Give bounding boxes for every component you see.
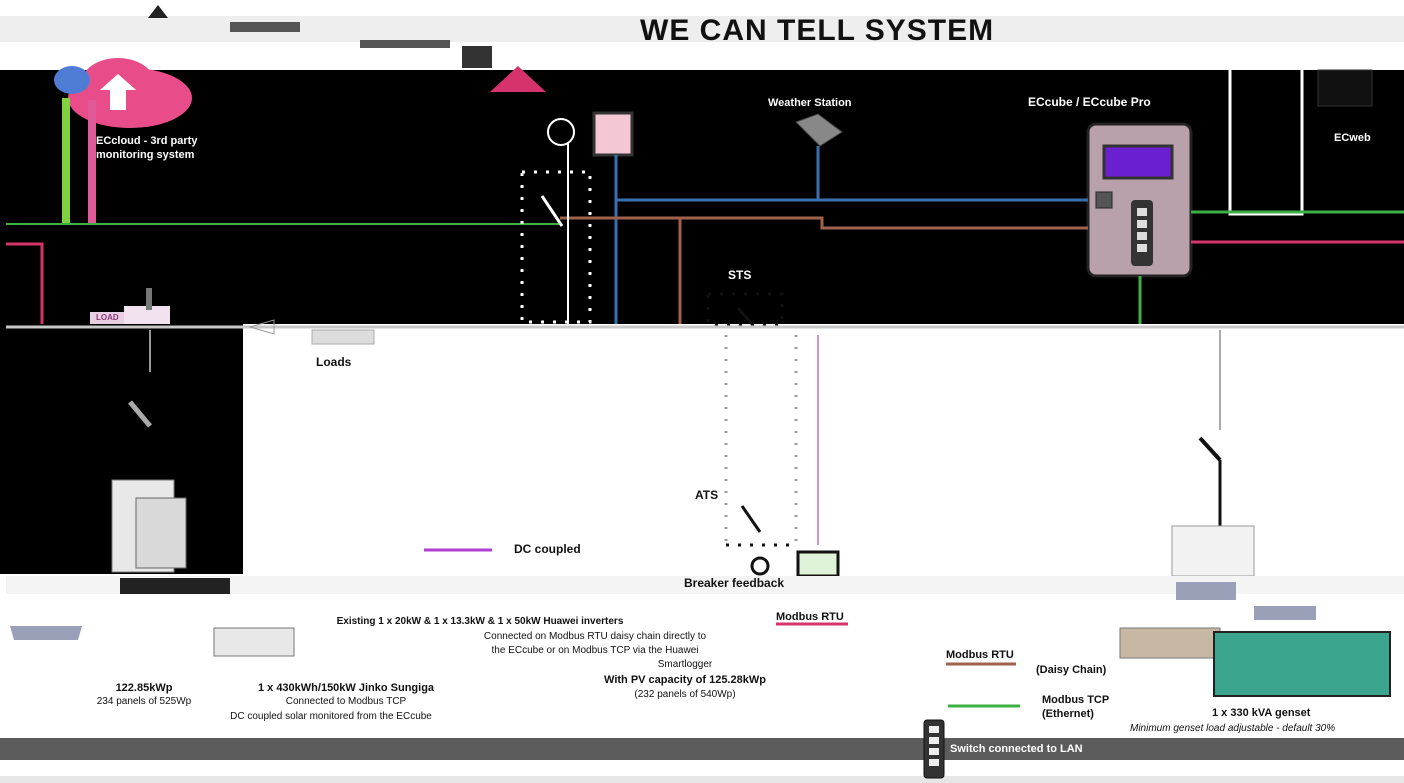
ecloud-label-line1: ECcloud - 3rd party (96, 135, 198, 147)
genset-panel-icon (1171, 525, 1255, 577)
legend-dc-coupled: DC coupled (514, 542, 581, 556)
ecweb-frame (1228, 54, 1304, 216)
left-pink-line (6, 242, 44, 324)
ats-controller-icon (796, 550, 840, 578)
battery-title: 1 x 430kWh/150kW Jinko Sungiga (257, 682, 435, 694)
genset-icon (1213, 631, 1391, 697)
genset-note: Minimum genset load adjustable - default… (1130, 723, 1336, 734)
lan-switch-icon (923, 719, 945, 779)
battery-line2: Connected to Modbus TCP (285, 696, 407, 707)
cloud-icon (54, 58, 192, 128)
pylon-icon (462, 46, 492, 68)
pv-inverter-icon (111, 479, 187, 573)
cloud-pink-link (88, 100, 96, 224)
eccube-device (1086, 122, 1193, 278)
load-badge: LOAD (96, 313, 119, 322)
page-title: WE CAN TELL SYSTEM (640, 14, 995, 47)
weather-station-label: Weather Station (768, 97, 852, 109)
solar-panel-right2-icon (1254, 606, 1316, 620)
battery-icon (213, 627, 295, 657)
ecloud-label-line2: monitoring system (96, 149, 195, 161)
battery-line3: DC coupled solar monitored from the ECcu… (230, 711, 432, 722)
legend-modbus-rtu: Modbus RTU (776, 611, 844, 623)
inverters-line3: the ECcube or on Modbus TCP via the Huaw… (491, 645, 699, 656)
sts-switch (736, 307, 754, 325)
smartlogger-icon (1119, 627, 1221, 659)
grid-breaker-switch (540, 195, 564, 227)
eccube-label: ECcube / ECcube Pro (1028, 95, 1151, 109)
grid-breaker-box (520, 170, 592, 324)
solar-panel-left-icon (10, 626, 82, 640)
inverters-title: Existing 1 x 20kW & 1 x 13.3kW & 1 x 50k… (336, 616, 624, 627)
ecweb-monitor-icon (1317, 69, 1373, 107)
inverters-line4: Smartlogger (657, 659, 713, 670)
footer-band (0, 776, 1404, 783)
ecweb-label: ECweb (1334, 132, 1371, 144)
grid-house-icon (490, 66, 546, 92)
power-line-icon (360, 40, 450, 48)
transmission-tower-icon (230, 22, 300, 32)
loads-label: Loads (316, 355, 352, 369)
inverters-panels: (232 panels of 540Wp) (634, 689, 736, 700)
cloud-green-link (62, 98, 70, 224)
loads-icon (311, 329, 375, 345)
logo-triangle-icon (148, 5, 168, 18)
legend-modbus-rtu-2: Modbus RTU (946, 649, 1014, 661)
inverters-capacity: With PV capacity of 125.28kWp (604, 674, 766, 686)
load-arrow-icon (248, 319, 275, 335)
grid-meter-circle (547, 118, 575, 146)
weather-station-icon (795, 113, 843, 147)
breaker-feedback-line (560, 216, 1088, 230)
pv-left-panels: 234 panels of 525Wp (96, 696, 192, 707)
solar-panel-right-icon (1176, 582, 1236, 600)
sts-label: STS (728, 268, 752, 282)
genset-breaker-switch (1198, 436, 1222, 462)
ats-switch (740, 505, 762, 533)
load-factory-icon (90, 288, 170, 324)
pv-left-capacity: 122.85kWp (115, 682, 173, 694)
ats-coil-icon (750, 556, 770, 576)
ats-label: ATS (695, 488, 719, 502)
grid-meter-icon (592, 111, 634, 157)
switch-lan-label: Switch connected to LAN (950, 743, 1083, 755)
sts-box (706, 292, 784, 326)
legend-modbus-tcp: Modbus TCP (1042, 694, 1110, 706)
bottom-equipment-strip (6, 576, 1404, 594)
legend-daisy-chain: (Daisy Chain) (1036, 664, 1107, 676)
genset-title: 1 x 330 kVA genset (1212, 707, 1311, 719)
legend-ethernet: (Ethernet) (1042, 708, 1094, 720)
bottom-grey-band (0, 738, 1404, 760)
pv-breaker-icon (128, 400, 152, 428)
battery-rack-icon (120, 578, 230, 594)
legend-breaker-feedback: Breaker feedback (684, 576, 785, 590)
inverters-line2: Connected on Modbus RTU daisy chain dire… (483, 631, 707, 642)
